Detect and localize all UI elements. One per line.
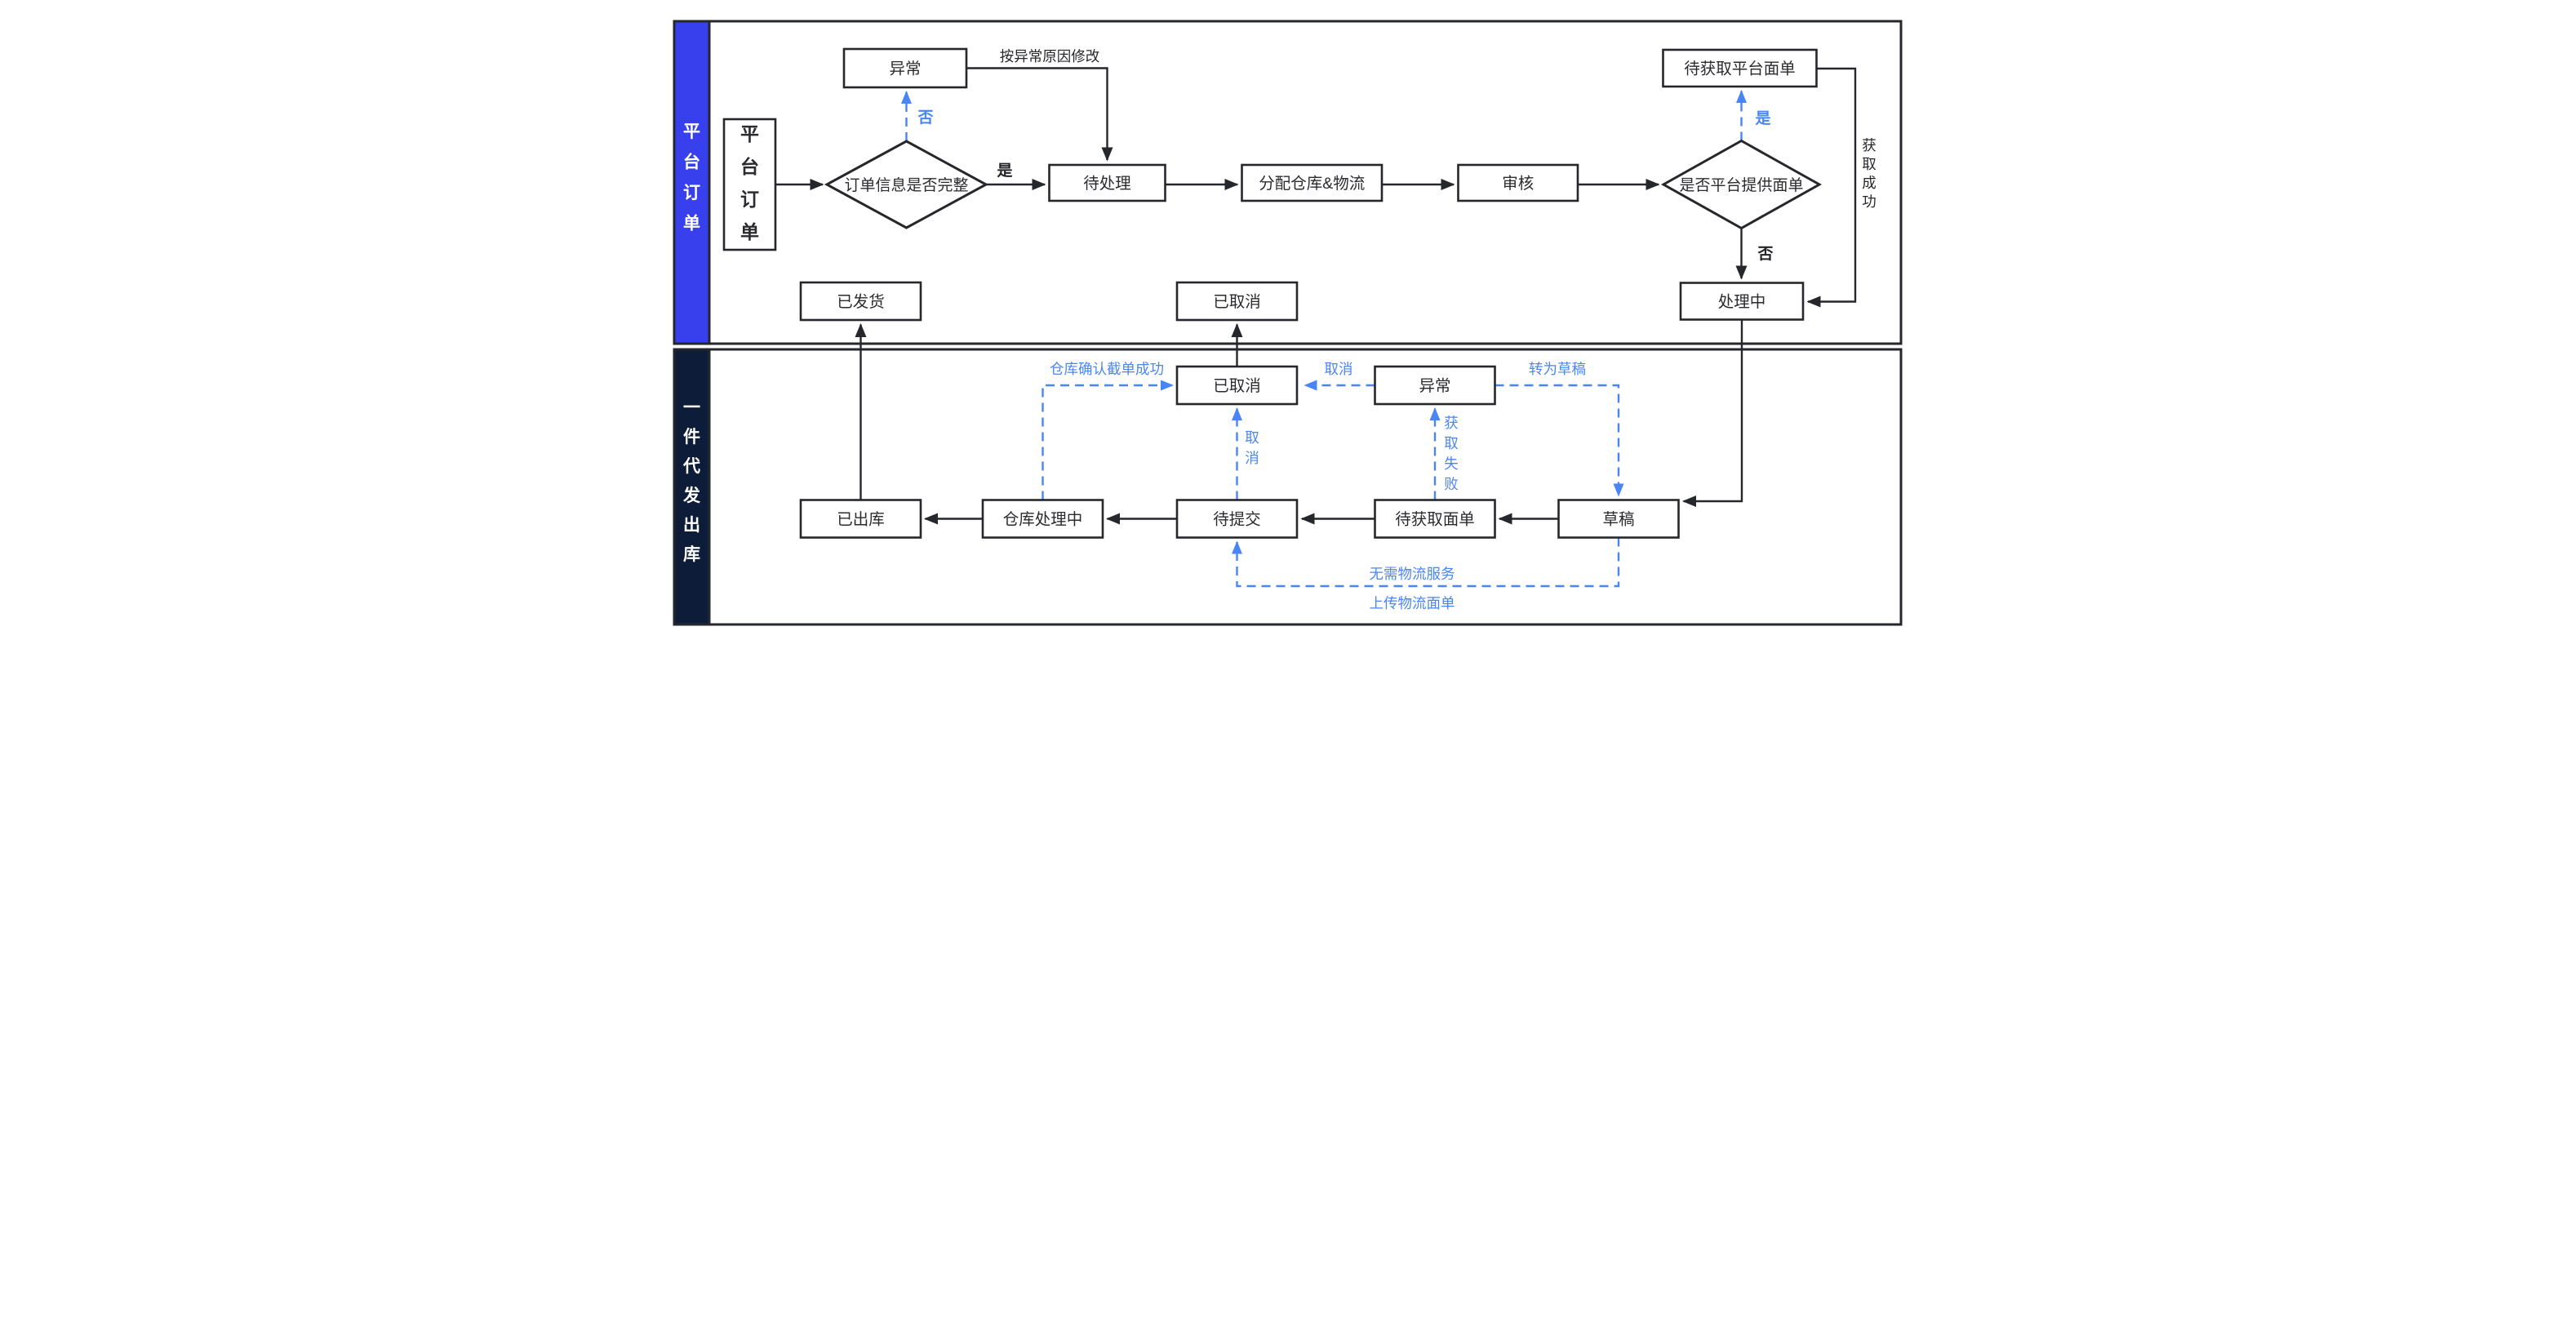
node-pending-submit: 待提交 [1175, 499, 1299, 539]
node-exception-platform-box [842, 47, 968, 89]
node-await-platform-label-box [1662, 48, 1818, 88]
node-order-complete-diamond [824, 140, 989, 229]
node-warehouse-processing-label: 仓库处理中 [1003, 511, 1083, 529]
node-await-label: 待获取面单 [1374, 499, 1496, 539]
edge-exception-to-draft [1495, 384, 1624, 497]
node-outbound-done: 已出库 [799, 499, 922, 539]
node-platform-label-decision: 是否平台提供面单 [1660, 139, 1823, 230]
label-fetch-success: 获取成功 [1862, 137, 1876, 210]
edge-draft-upload-to-submit [1232, 537, 1620, 588]
node-platform-order-label: 平台订单 [740, 123, 759, 242]
node-draft-box [1557, 499, 1680, 539]
edge-processing-to-draft [1682, 319, 1743, 507]
label-modify-by-reason: 按异常原因修改 [1000, 48, 1100, 64]
lane-outbound-label: 一件代发出库 [682, 398, 701, 564]
node-await-platform-label: 待获取平台面单 [1662, 48, 1818, 88]
label-cancel: 取消 [1325, 361, 1353, 377]
node-shipped-box [799, 281, 922, 322]
lane-platform-label: 平台订单 [683, 122, 700, 233]
node-pending: 待处理 [1048, 163, 1166, 202]
node-platform-label-q-label: 是否平台提供面单 [1679, 176, 1803, 194]
node-warehouse-processing-box [981, 499, 1104, 539]
label-cancel-vertical: 取消 [1245, 429, 1259, 466]
label-no-blue: 否 [917, 109, 933, 127]
node-order-complete-decision: 订单信息是否完整 [824, 140, 989, 229]
flowchart-page: 平台订单 一件代发出库 平台订单 订单信息是否完整 异常 待处理 分配仓库&物流 [644, 0, 1932, 660]
node-outbound-done-label: 已出库 [837, 511, 885, 529]
lane-outbound-bar [673, 348, 711, 626]
node-cancelled-outbound: 已取消 [1175, 365, 1299, 406]
node-pending-box [1048, 163, 1166, 202]
node-pending-submit-box [1175, 499, 1299, 539]
node-exception-outbound-label: 异常 [1419, 377, 1450, 395]
node-platform-order-box [722, 118, 777, 251]
lane-platform-bar [673, 20, 711, 345]
node-draft-label: 草稿 [1602, 511, 1634, 529]
node-exception-outbound: 异常 [1374, 365, 1496, 406]
label-yes-black: 是 [997, 162, 1012, 180]
label-upload-logistics: 上传物流面单 [1370, 595, 1455, 611]
flowchart-canvas: 平台订单 一件代发出库 平台订单 订单信息是否完整 异常 待处理 分配仓库&物流 [673, 20, 1903, 626]
node-draft: 草稿 [1557, 499, 1680, 539]
node-order-complete-label: 订单信息是否完整 [844, 176, 968, 194]
label-fetch-fail: 获取失败 [1444, 415, 1459, 492]
node-cancelled-platform: 已取消 [1175, 281, 1299, 322]
node-processing-box [1679, 282, 1805, 321]
node-review-box [1457, 163, 1579, 202]
node-warehouse-processing: 仓库处理中 [981, 499, 1104, 539]
node-pending-label: 待处理 [1083, 175, 1131, 193]
node-outbound-done-box [799, 499, 922, 539]
node-platform-label-diamond [1660, 139, 1823, 230]
edge-warehouse-intercept-to-cancelled [1042, 380, 1174, 500]
node-assign-warehouse-label: 分配仓库&物流 [1259, 175, 1365, 193]
node-assign-warehouse: 分配仓库&物流 [1241, 163, 1383, 202]
node-cancelled-platform-box [1175, 281, 1299, 322]
node-shipped: 已发货 [799, 281, 922, 322]
edge-awaitlabel-return-to-processing [1806, 67, 1857, 308]
node-exception-platform-label: 异常 [889, 60, 921, 78]
edge-exception-modify-to-pending [966, 67, 1113, 162]
node-review-label: 审核 [1502, 175, 1534, 193]
label-to-draft: 转为草稿 [1529, 361, 1586, 377]
label-no-logistics: 无需物流服务 [1370, 566, 1455, 582]
node-assign-warehouse-box [1241, 163, 1383, 202]
node-await-label-label: 待获取面单 [1395, 511, 1475, 529]
node-cancelled-outbound-label: 已取消 [1213, 377, 1261, 395]
label-intercept-success: 仓库确认截单成功 [1050, 361, 1164, 377]
node-processing-label: 处理中 [1718, 293, 1766, 311]
node-exception-outbound-box [1374, 365, 1496, 406]
node-platform-order: 平台订单 [722, 118, 777, 251]
node-exception-platform: 异常 [842, 47, 968, 89]
node-processing: 处理中 [1679, 282, 1805, 321]
node-await-platform-label-label: 待获取平台面单 [1684, 60, 1796, 78]
label-no-black: 否 [1757, 246, 1773, 263]
node-await-label-box [1374, 499, 1496, 539]
node-shipped-label: 已发货 [837, 293, 885, 311]
node-cancelled-platform-label: 已取消 [1213, 293, 1261, 311]
node-cancelled-outbound-box [1175, 365, 1299, 406]
node-review: 审核 [1457, 163, 1579, 202]
label-yes-blue: 是 [1755, 109, 1770, 127]
node-pending-submit-label: 待提交 [1213, 511, 1261, 529]
